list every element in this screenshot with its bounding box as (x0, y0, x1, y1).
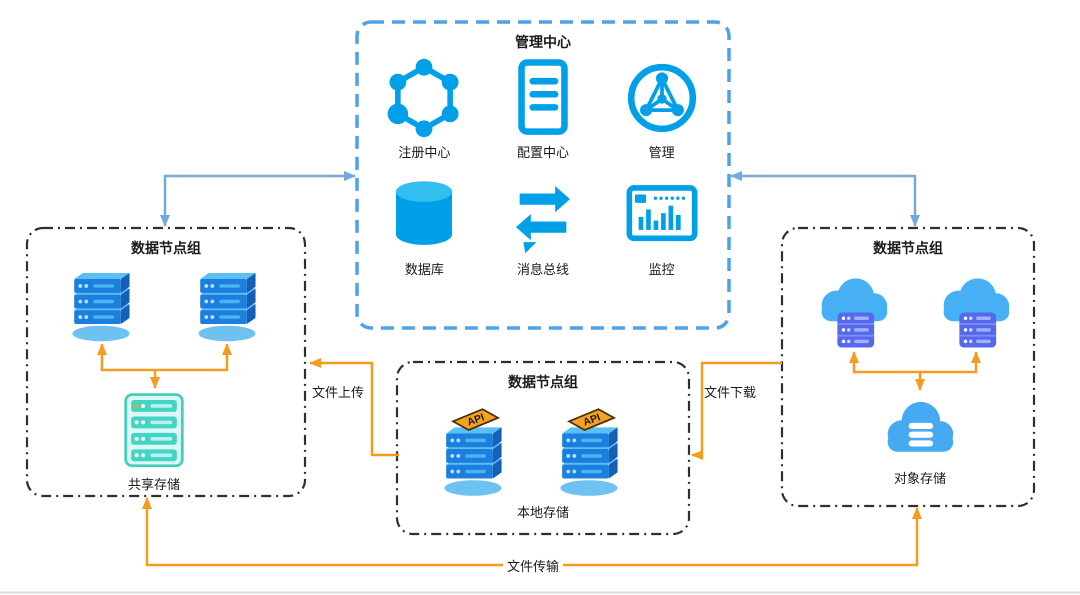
file-upload-arrow (309, 358, 399, 457)
left-group-title: 数据节点组 (131, 240, 201, 256)
management-center-title: 管理中心 (515, 34, 571, 50)
mgmt-item-monitoring: 监控 (602, 173, 721, 278)
right-group-title: 数据节点组 (873, 240, 943, 256)
file-download-label: 文件下载 (704, 385, 757, 400)
management-left-link-arrow (160, 171, 356, 227)
right-group-border (780, 226, 1036, 508)
monitoring-dashboard-icon (626, 185, 698, 242)
mgmt-item-management: 管理 (602, 56, 721, 161)
mgmt-item-config: 配置中心 (484, 56, 603, 161)
file-transfer-label: 文件传输 (503, 556, 564, 575)
mgmt-item-label: 管理 (648, 145, 675, 160)
object-storage-to-cloud2-arrow (920, 351, 981, 374)
message-bus-icon (515, 186, 571, 254)
center-group-title: 数据节点组 (508, 374, 578, 390)
shared-storage-to-server2-arrow (155, 343, 232, 372)
mgmt-item-message-bus: 消息总线 (484, 173, 603, 278)
management-right-link-arrow (730, 171, 920, 227)
file-download-arrow (691, 361, 782, 460)
management-globe-icon (627, 63, 696, 133)
mgmt-item-label: 监控 (648, 262, 675, 277)
api-server-icon (443, 408, 503, 497)
data-node-server-icon (72, 272, 130, 342)
config-document-icon (518, 59, 568, 135)
api-server-icon (559, 408, 619, 497)
shared-storage-to-server1-arrow (97, 343, 155, 372)
database-cylinder-icon (396, 181, 453, 245)
shared-storage-label: 共享存储 (127, 477, 180, 492)
data-node-server-icon (198, 272, 256, 342)
object-storage-label: 对象存储 (893, 471, 946, 486)
object-storage-to-cloud1-arrow (849, 351, 920, 374)
mgmt-item-database: 数据库 (365, 173, 484, 278)
management-center-grid: 注册中心 配置中心 管理 (365, 56, 721, 278)
file-upload-label: 文件上传 (312, 385, 365, 400)
mgmt-item-registry: 注册中心 (365, 56, 484, 161)
mgmt-item-label: 消息总线 (516, 262, 569, 277)
mgmt-item-label: 数据库 (404, 262, 444, 277)
registry-network-icon (387, 58, 459, 138)
mgmt-item-label: 配置中心 (516, 145, 569, 160)
local-storage-label: 本地存储 (516, 505, 569, 520)
cloud-server-icon (942, 277, 1011, 349)
shared-storage-icon (124, 393, 184, 468)
object-storage-icon (887, 401, 954, 452)
cloud-server-icon (820, 277, 889, 349)
mgmt-item-label: 注册中心 (398, 145, 451, 160)
